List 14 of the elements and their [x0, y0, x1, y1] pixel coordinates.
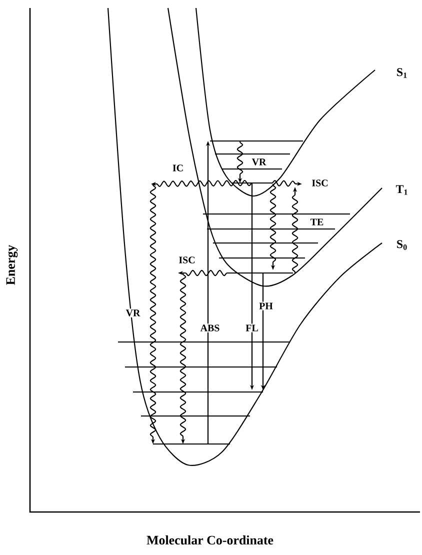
axis-label: Molecular Co-ordinate	[146, 534, 274, 546]
state-label: S$_{0}$	[395, 239, 409, 251]
process-label: ABS	[199, 324, 221, 332]
process-label: VR	[124, 308, 142, 318]
process-label: PH	[258, 302, 274, 310]
process-label: IC	[171, 164, 185, 172]
process-label: ISC	[178, 256, 196, 264]
axis-label: Energy	[5, 244, 19, 286]
process-label: FL	[244, 324, 260, 332]
state-label: T$_{1}$	[394, 184, 410, 196]
state-label: S$_{1}$	[395, 67, 409, 79]
process-label: VR	[250, 158, 268, 166]
process-label: TE	[309, 218, 325, 226]
process-label: ISC	[310, 178, 330, 188]
